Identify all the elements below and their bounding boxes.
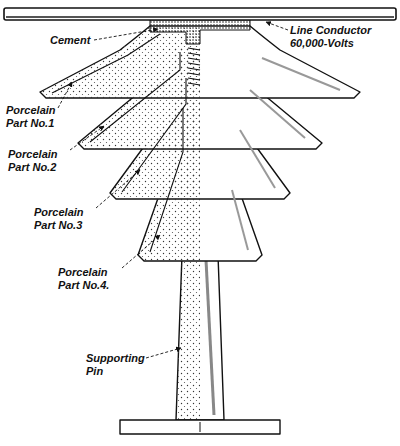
- leader-line: [266, 22, 288, 30]
- section-line: [90, 52, 180, 142]
- section-line: [150, 108, 183, 252]
- thread: [188, 48, 200, 50]
- section-line: [122, 78, 186, 192]
- pin-shading: [206, 260, 214, 415]
- pin-mark: [200, 422, 201, 432]
- leader-line: [94, 29, 158, 40]
- line-conductor: [4, 8, 396, 20]
- leader-line: [58, 82, 72, 108]
- leader-line: [70, 126, 104, 150]
- shading: [262, 58, 340, 90]
- shading: [250, 90, 305, 138]
- conductor-shading: [6, 16, 394, 18]
- leader-line: [122, 235, 160, 268]
- thread: [188, 73, 200, 75]
- cement: [150, 20, 250, 44]
- part-1-section: [40, 26, 200, 98]
- part-label: Porcelain Part No.4.: [58, 266, 124, 291]
- shading: [240, 130, 275, 188]
- shading: [232, 190, 248, 250]
- thread: [188, 78, 200, 80]
- cement-label: Cement: [50, 34, 110, 47]
- conductor-label: Line Conductor 60,000-Volts: [290, 24, 390, 49]
- leader-line: [96, 170, 140, 208]
- part-label: Porcelain Part No.2: [8, 148, 72, 173]
- thread: [188, 68, 200, 70]
- part-label: Porcelain Part No.1: [6, 104, 70, 129]
- leader-line: [146, 348, 181, 358]
- thread: [188, 63, 200, 65]
- part-label: Porcelain Part No.3: [34, 206, 98, 231]
- pin-base: [120, 420, 280, 434]
- thread: [188, 58, 200, 60]
- thread: [188, 53, 200, 55]
- thread: [188, 83, 200, 85]
- pin-label: Supporting Pin: [86, 352, 148, 377]
